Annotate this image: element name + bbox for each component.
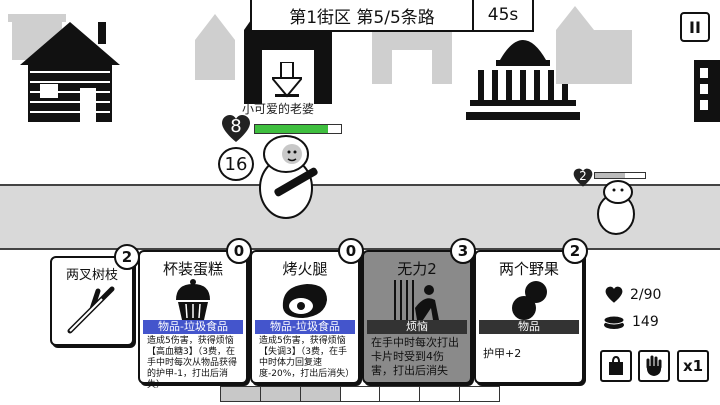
speed-button[interactable]: x1 <box>677 350 709 382</box>
bag-icon <box>609 356 623 375</box>
pause-button[interactable]: II <box>680 12 710 42</box>
card-title: 无力2 <box>397 260 437 278</box>
card-desc: 造成5伤害，获得烦恼【高血糖3】（3费，在手中时每次从物品获得的护甲-1，打出后… <box>147 336 238 390</box>
timer: 45s <box>472 0 534 32</box>
card-branch[interactable]: 两叉树枝 2 <box>50 244 140 346</box>
player-hp-value: 16 <box>218 147 254 181</box>
level-title: 第1街区 第5/5条路 <box>250 0 474 32</box>
player-shield-value: 8 <box>230 116 242 137</box>
card-weakness[interactable]: 无力2 烦恼 在手中时每次打出卡片时受到4伤害，打出后消失 3 <box>362 238 476 384</box>
coins-icon <box>603 315 625 329</box>
log-cabin-icon <box>20 22 120 122</box>
card-cost: 2 <box>114 244 140 270</box>
hp-stat-value: 2/90 <box>630 287 662 303</box>
player-name: 小可爱的老婆 <box>242 102 315 116</box>
enemy-shield: 2 <box>572 168 594 188</box>
card-cost: 2 <box>562 238 588 264</box>
enemy-shield-value: 2 <box>579 169 587 183</box>
card-type: 物品-垃圾食品 <box>255 320 355 334</box>
card-type: 物品 <box>479 320 579 334</box>
progress-segment <box>300 387 341 401</box>
card-title: 烤火腿 <box>282 260 328 278</box>
fruits-icon <box>482 278 576 322</box>
cupcake-icon <box>146 278 240 322</box>
card-cost: 0 <box>338 238 364 264</box>
card-title: 杯装蛋糕 <box>162 260 223 278</box>
ham-icon <box>258 278 352 322</box>
progress-segment <box>380 387 421 401</box>
card-wild-fruits[interactable]: 两个野果 物品 护甲+2 2 <box>474 238 588 384</box>
heart-icon <box>605 286 623 303</box>
enemy-hp-fill <box>595 173 625 178</box>
target-arrow-icon <box>269 61 305 102</box>
card-desc: 护甲+2 <box>483 347 522 360</box>
progress-segment <box>460 387 499 401</box>
enemy-character[interactable] <box>592 178 640 240</box>
card-ham[interactable]: 烤火腿 物品-垃圾食品 造成5伤害，获得烦恼【失调3】（3费，在手中时体力回复速… <box>250 238 364 384</box>
branch-icon <box>58 286 126 334</box>
card-cupcake[interactable]: 杯装蛋糕 物品-垃圾食品 造成5伤害，获得烦恼【高血糖3】（3费，在手中时每次从… <box>138 238 252 390</box>
hand-button[interactable] <box>638 350 670 382</box>
hand-icon <box>646 355 662 376</box>
bag-button[interactable] <box>600 350 632 382</box>
card-type: 烦恼 <box>367 320 467 334</box>
card-cost: 0 <box>226 238 252 264</box>
card-type: 物品-垃圾食品 <box>143 320 243 334</box>
progress-segment <box>420 387 461 401</box>
card-cost: 3 <box>450 238 476 264</box>
road-progress-bar <box>220 386 500 402</box>
coin-stat: 149 <box>602 314 659 330</box>
enemy-hp-bar <box>594 172 646 179</box>
exhausted-figure-icon <box>370 278 464 322</box>
player-hp-bar <box>254 124 342 134</box>
card-desc: 造成5伤害，获得烦恼【失调3】（3费，在手中时体力回复速度-20%，打出后消失） <box>259 336 355 379</box>
player-hp-fill <box>255 125 329 133</box>
coin-stat-value: 149 <box>632 314 659 330</box>
player-character <box>248 132 324 226</box>
card-desc: 在手中时每次打出卡片时受到4伤害，打出后消失 <box>371 336 459 377</box>
heart-shield-icon <box>573 168 593 187</box>
progress-segment <box>341 387 381 401</box>
card-title: 两叉树枝 <box>65 268 118 283</box>
card-title: 两个野果 <box>498 260 559 278</box>
player-shield: 8 <box>220 114 252 144</box>
progress-segment <box>221 387 261 401</box>
hp-stat: 2/90 <box>604 286 661 304</box>
progress-segment <box>260 387 301 401</box>
heart-shield-icon <box>222 115 250 142</box>
